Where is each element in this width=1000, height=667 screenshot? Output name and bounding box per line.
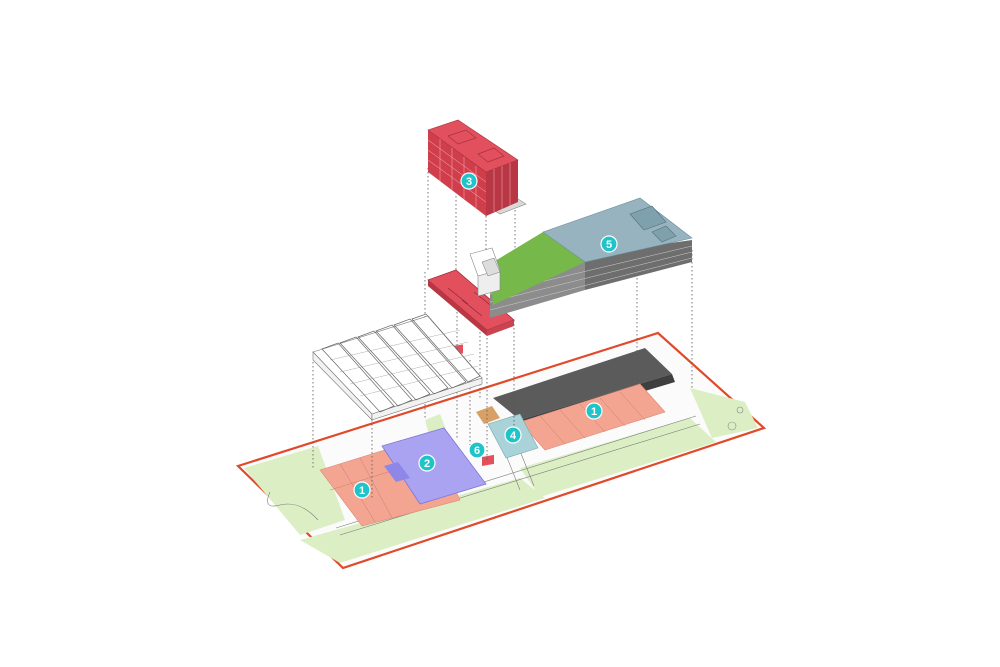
- badge-2: 2: [418, 454, 436, 472]
- label-6: 6: [474, 445, 480, 457]
- zone-6-kiosk-south: [482, 454, 494, 467]
- zone-5-block: [469, 197, 693, 318]
- label-2: 2: [424, 458, 430, 470]
- green-space-south: [300, 478, 545, 563]
- road-line-1: [339, 423, 701, 536]
- badge-3: 3: [460, 172, 478, 190]
- label-1-west: 1: [359, 485, 365, 497]
- green-space-east: [690, 388, 758, 438]
- badge-5: 5: [600, 235, 618, 253]
- path-curve: [267, 491, 319, 521]
- tree-symbol: [727, 421, 737, 431]
- label-4: 4: [510, 430, 517, 442]
- number-badges: 3 5 1 4 6 2 1: [353, 172, 618, 499]
- canopy: [476, 406, 500, 424]
- dark-building-roof: [493, 348, 672, 420]
- green-roof: [490, 232, 585, 305]
- ground-plane: [235, 331, 767, 570]
- badge-1-west: 1: [353, 481, 371, 499]
- zone-2-inner: [384, 462, 410, 482]
- badge-4: 4: [504, 426, 522, 444]
- zone-3-tower: [427, 119, 527, 216]
- label-5: 5: [606, 239, 612, 251]
- badge-1-east: 1: [585, 402, 603, 420]
- green-space-southeast: [520, 418, 716, 497]
- label-3: 3: [466, 176, 472, 188]
- sawtooth-roof-wireframe: [312, 313, 483, 421]
- green-space-west: [244, 446, 345, 535]
- rooftop-equipment: [629, 205, 677, 243]
- badge-6: 6: [468, 441, 486, 459]
- tree-symbol-2: [736, 406, 744, 414]
- label-1-east: 1: [591, 406, 597, 418]
- tower-window-grid: [427, 139, 511, 212]
